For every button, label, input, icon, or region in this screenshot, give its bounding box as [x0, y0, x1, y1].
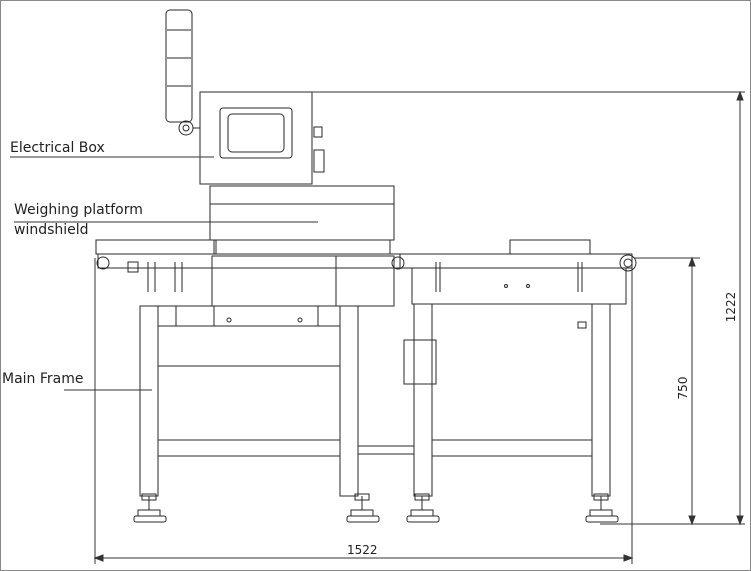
dimension-lines: [93, 90, 745, 564]
reject-conveyor: [399, 239, 637, 305]
main-frame-label: Main Frame: [2, 371, 84, 387]
conveyor-height-dimension: 750: [676, 376, 690, 400]
weighing-conveyor: [95, 239, 405, 307]
main-frame-right: [357, 303, 619, 523]
weighing-platform-label-line1: Weighing platform: [14, 202, 143, 218]
overall-length-dimension: 1522: [347, 543, 378, 557]
leader-lines: [10, 156, 318, 391]
weighing-platform-label-line2: windshield: [14, 222, 89, 238]
overall-height-dimension: 1222: [724, 291, 738, 323]
signal-tower-light: [165, 9, 200, 136]
electrical-box-label: Electrical Box: [10, 140, 105, 156]
windshield: [209, 185, 395, 254]
main-frame-left: [133, 305, 380, 523]
electrical-box: [199, 91, 325, 185]
